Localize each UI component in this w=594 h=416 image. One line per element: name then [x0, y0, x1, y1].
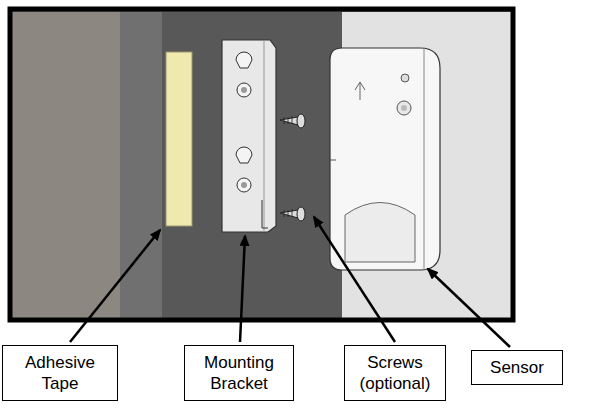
callout-box: Adhesive Tape: [2, 345, 118, 401]
part-name: Adhesive Tape: [11, 352, 109, 394]
callout-box: Mounting Bracket: [184, 345, 294, 401]
part-name: Screws (optional): [353, 352, 437, 394]
part-name: Mounting Bracket: [193, 352, 285, 394]
callout-box: Screws (optional): [344, 345, 446, 401]
callout-box: Sensor: [471, 350, 563, 385]
part-name: Sensor: [480, 357, 554, 378]
